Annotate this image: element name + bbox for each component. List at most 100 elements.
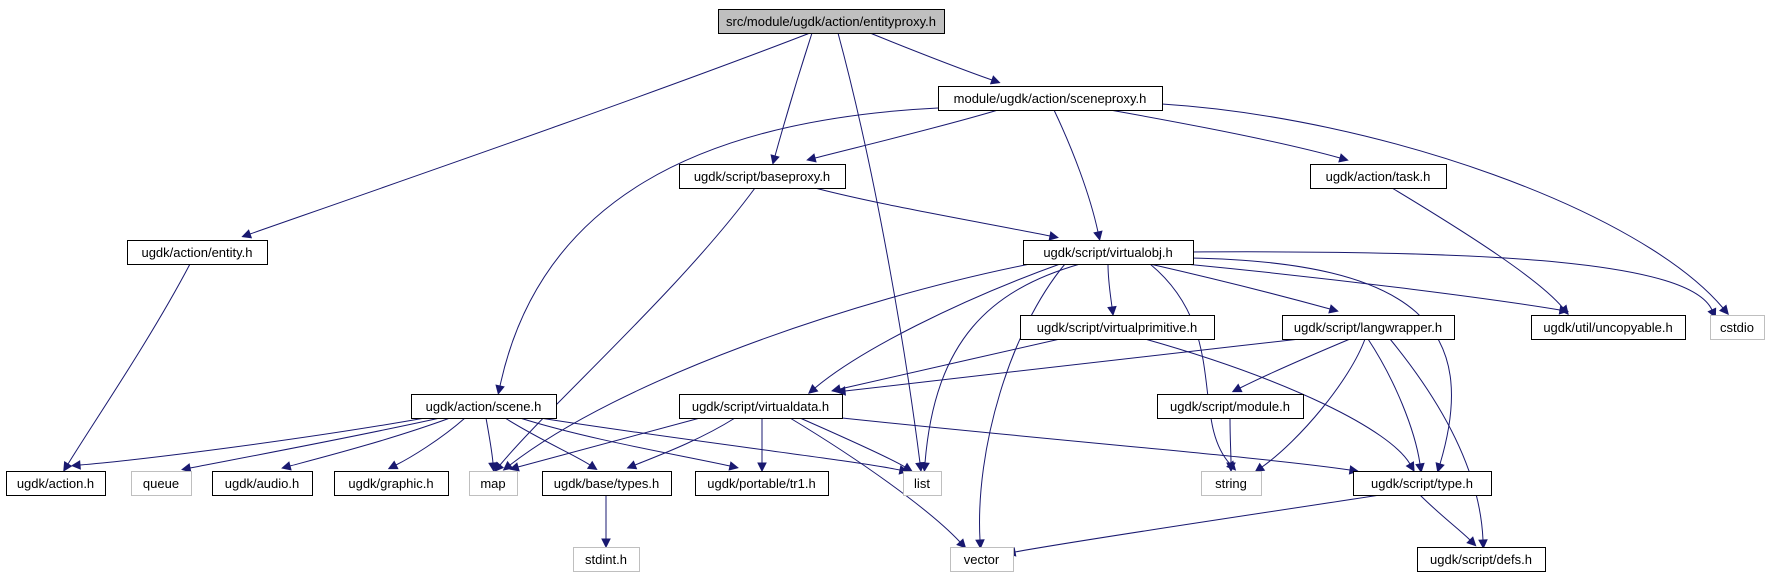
edge-type-to-defs [1419, 494, 1477, 547]
edge-line [1389, 338, 1484, 541]
edge-line [1184, 263, 1561, 311]
node-entity[interactable]: ugdk/action/entity.h [127, 240, 268, 265]
edge-virtualdata-to-map [509, 417, 701, 472]
nodes-layer: src/module/ugdk/action/entityproxy.h modu… [6, 9, 1765, 572]
edge-arrowhead [920, 462, 930, 473]
node-label: stdint.h [585, 552, 627, 567]
edge-virtualprimitive-to-virtualdata [831, 338, 1061, 394]
node-label: ugdk/portable/tr1.h [707, 476, 815, 491]
edge-arrowhead [728, 461, 739, 471]
node-box [1531, 315, 1686, 340]
node-label: ugdk/action/entity.h [141, 245, 252, 260]
edge-arrowhead [1226, 462, 1236, 473]
node-virtualprimitive[interactable]: ugdk/script/virtualprimitive.h [1020, 315, 1215, 340]
node-defs[interactable]: ugdk/script/defs.h [1417, 547, 1546, 572]
edge-line [1261, 338, 1366, 468]
edge-line [519, 417, 731, 467]
node-type[interactable]: ugdk/script/type.h [1353, 471, 1492, 496]
edge-arrowhead [835, 386, 846, 396]
edge-line [814, 109, 999, 159]
node-box [695, 471, 829, 496]
node-box [679, 164, 846, 189]
edge-line [395, 417, 466, 466]
edge-virtualobj-to-list [920, 263, 1081, 473]
edge-line [1229, 417, 1232, 464]
edge-entityproxy-to-sceneproxy [869, 32, 1001, 85]
node-box [903, 471, 942, 496]
node-box [131, 471, 192, 496]
edge-line [789, 417, 961, 543]
node-label: ugdk/action/scene.h [426, 399, 542, 414]
edge-virtualobj-to-virtualprimitive [1107, 263, 1117, 317]
node-scene[interactable]: ugdk/action/scene.h [411, 394, 557, 419]
edge-arrowhead [1338, 153, 1349, 163]
edge-virtualobj-to-uncopyable [1184, 263, 1569, 315]
node-entityproxy[interactable]: src/module/ugdk/action/entityproxy.h [718, 9, 945, 34]
node-box [411, 394, 557, 419]
edge-line [1189, 251, 1713, 311]
edge-arrowhead [989, 75, 1001, 85]
edge-sceneproxy-to-baseproxy [806, 109, 999, 163]
edge-virtualobj-to-cstdio [1189, 251, 1717, 319]
edge-sceneproxy-to-cstdio [1161, 103, 1729, 315]
node-stdint: stdint.h [573, 547, 640, 572]
edge-arrowhead [387, 460, 399, 470]
edge-line [189, 417, 441, 469]
node-virtualdata[interactable]: ugdk/script/virtualdata.h [679, 394, 843, 419]
node-uncopyable[interactable]: ugdk/util/uncopyable.h [1531, 315, 1686, 340]
edge-line [67, 263, 191, 465]
edge-arrowhead [1328, 304, 1339, 314]
edge-scene-to-types [504, 417, 598, 471]
edge-arrowhead [1558, 305, 1569, 315]
node-sceneproxy[interactable]: module/ugdk/action/sceneproxy.h [938, 86, 1163, 111]
node-label: src/module/ugdk/action/entityproxy.h [726, 14, 936, 29]
node-task[interactable]: ugdk/action/task.h [1310, 164, 1447, 189]
node-box [212, 471, 313, 496]
edge-arrowhead [806, 153, 817, 163]
node-baseproxy[interactable]: ugdk/script/baseproxy.h [679, 164, 846, 189]
node-label: queue [143, 476, 179, 491]
node-types[interactable]: ugdk/base/types.h [542, 471, 672, 496]
edge-line [839, 338, 1061, 390]
node-label: module/ugdk/action/sceneproxy.h [954, 91, 1147, 106]
edge-scene-to-graphic [387, 417, 466, 470]
edge-line [1239, 338, 1351, 389]
edge-module-to-string [1226, 417, 1236, 473]
node-box [1353, 471, 1492, 496]
node-vector: vector [950, 547, 1014, 572]
edge-virtualobj-to-type [1189, 257, 1452, 473]
edge-arrowhead [586, 460, 598, 471]
edge-entityproxy-to-baseproxy [770, 32, 813, 165]
edges-layer [63, 32, 1729, 557]
edge-line [539, 417, 901, 471]
node-langwrapper[interactable]: ugdk/script/langwrapper.h [1282, 315, 1455, 340]
edge-arrowhead [1435, 462, 1445, 473]
edge-line [1367, 338, 1421, 465]
node-box [1310, 164, 1447, 189]
node-action[interactable]: ugdk/action.h [6, 471, 106, 496]
node-map: map [469, 471, 518, 496]
node-box [718, 9, 945, 34]
node-label: ugdk/base/types.h [554, 476, 660, 491]
node-virtualobj[interactable]: ugdk/script/virtualobj.h [1023, 240, 1194, 265]
edge-line [799, 417, 906, 468]
node-tr1[interactable]: ugdk/portable/tr1.h [695, 471, 829, 496]
edge-langwrapper-to-module [1231, 338, 1351, 393]
edge-line [499, 187, 756, 466]
node-box [938, 86, 1163, 111]
node-string: string [1201, 471, 1262, 496]
edge-virtualprimitive-to-type [1144, 338, 1415, 472]
node-label: ugdk/graphic.h [348, 476, 433, 491]
edge-virtualobj-to-map [502, 263, 1031, 471]
node-cstdio: cstdio [1710, 315, 1765, 340]
node-module[interactable]: ugdk/script/module.h [1157, 394, 1304, 419]
edge-virtualobj-to-langwrapper [1149, 263, 1339, 314]
node-box [573, 547, 640, 572]
edge-arrowhead [757, 462, 767, 473]
node-label: ugdk/script/virtualdata.h [692, 399, 829, 414]
node-graphic[interactable]: ugdk/graphic.h [334, 471, 449, 496]
edge-virtualobj-to-virtualdata [808, 263, 1061, 394]
edge-arrowhead [70, 460, 81, 470]
node-audio[interactable]: ugdk/audio.h [212, 471, 313, 496]
edge-arrowhead [502, 460, 514, 471]
